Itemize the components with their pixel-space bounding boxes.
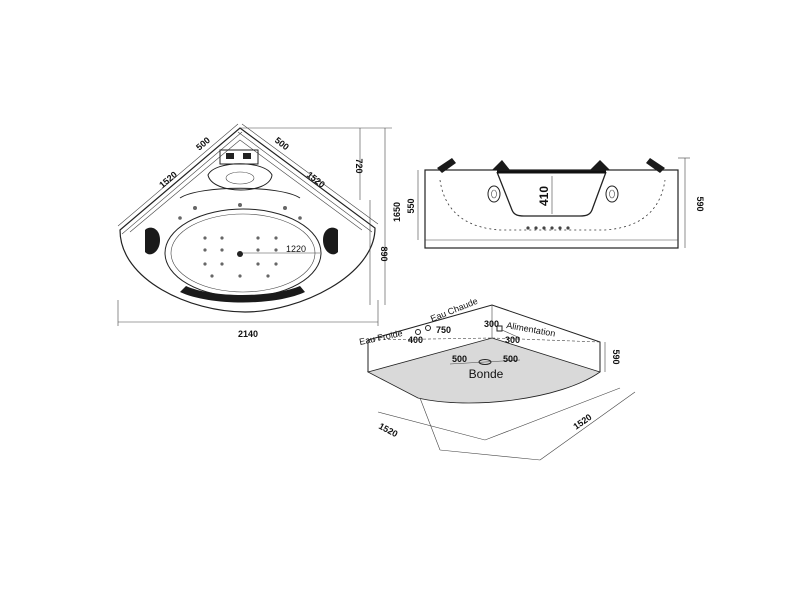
eau-froide-pipe	[415, 329, 421, 335]
eau-chaude-pipe	[425, 325, 431, 331]
label-bonde-left: 500	[452, 354, 467, 364]
control-knob-b	[243, 153, 251, 159]
control-left	[492, 160, 510, 170]
pillow-right	[323, 227, 338, 255]
jet-left-inner	[491, 189, 497, 199]
label-seat-right: 500	[273, 135, 291, 152]
label-seat-depth: 720	[354, 158, 364, 173]
label-300-a: 300	[484, 319, 499, 329]
front-view: 410 550 590	[406, 157, 705, 249]
label-400: 400	[408, 335, 423, 345]
seat-edge	[179, 187, 301, 199]
label-bonde: Bonde	[469, 367, 504, 381]
control-right	[590, 160, 610, 170]
seat-inner	[225, 171, 255, 185]
handle-right	[646, 158, 665, 173]
dim-line-right	[484, 387, 621, 441]
pillow-left	[145, 227, 160, 255]
label-depth: 1650	[392, 202, 402, 222]
label-basin-depth: 890	[379, 246, 389, 261]
top-view: 2140 1650 720 890 1220 1520 1520 500 500	[117, 123, 402, 339]
dim-line-drain	[449, 359, 521, 365]
jet-right-inner	[609, 189, 615, 199]
drain-dot	[237, 251, 243, 257]
label-install-height: 590	[611, 349, 621, 364]
window	[496, 171, 607, 217]
jet-right	[605, 185, 619, 203]
label-bonde-right: 500	[503, 354, 518, 364]
handle-left	[437, 158, 456, 173]
label-width: 2140	[238, 329, 258, 339]
wall-base-right	[491, 337, 601, 343]
label-window-height: 410	[537, 186, 551, 206]
alim-leader	[501, 329, 521, 339]
ext-lower-left	[419, 397, 441, 451]
alimentation-box	[496, 325, 503, 332]
ext-lower-right	[539, 391, 636, 461]
label-300-b: 300	[505, 335, 520, 345]
label-total-height: 590	[695, 196, 705, 211]
dim-line-left	[377, 411, 486, 441]
floor-area	[366, 337, 601, 404]
front-outline	[424, 169, 679, 249]
label-side-right: 1520	[305, 170, 327, 190]
label-basin-height: 550	[406, 198, 416, 213]
label-install-left: 1520	[377, 421, 399, 439]
seat	[207, 163, 273, 191]
drain	[478, 359, 492, 365]
label-seat-left: 500	[194, 135, 212, 152]
bottom-jets	[526, 226, 570, 230]
basin-profile	[439, 179, 666, 231]
wall-base-left	[367, 337, 493, 341]
label-basin-width: 1220	[286, 244, 306, 254]
control-knob-a	[226, 153, 234, 159]
jet-left	[487, 185, 501, 203]
label-install-right: 1520	[571, 412, 593, 432]
install-view: Eau Froide Eau Chaude Alimentation Bonde…	[358, 296, 636, 461]
label-750: 750	[436, 325, 451, 335]
right-band	[237, 123, 379, 233]
label-eau-chaude: Eau Chaude	[429, 296, 479, 324]
label-side-left: 1520	[157, 169, 179, 190]
ext-lower-mid	[439, 449, 541, 461]
top-outline	[119, 127, 376, 313]
label-eau-froide: Eau Froide	[358, 328, 403, 347]
jets	[178, 203, 302, 278]
top-rim	[129, 139, 363, 233]
front-strip	[180, 286, 305, 303]
left-band	[117, 123, 243, 235]
